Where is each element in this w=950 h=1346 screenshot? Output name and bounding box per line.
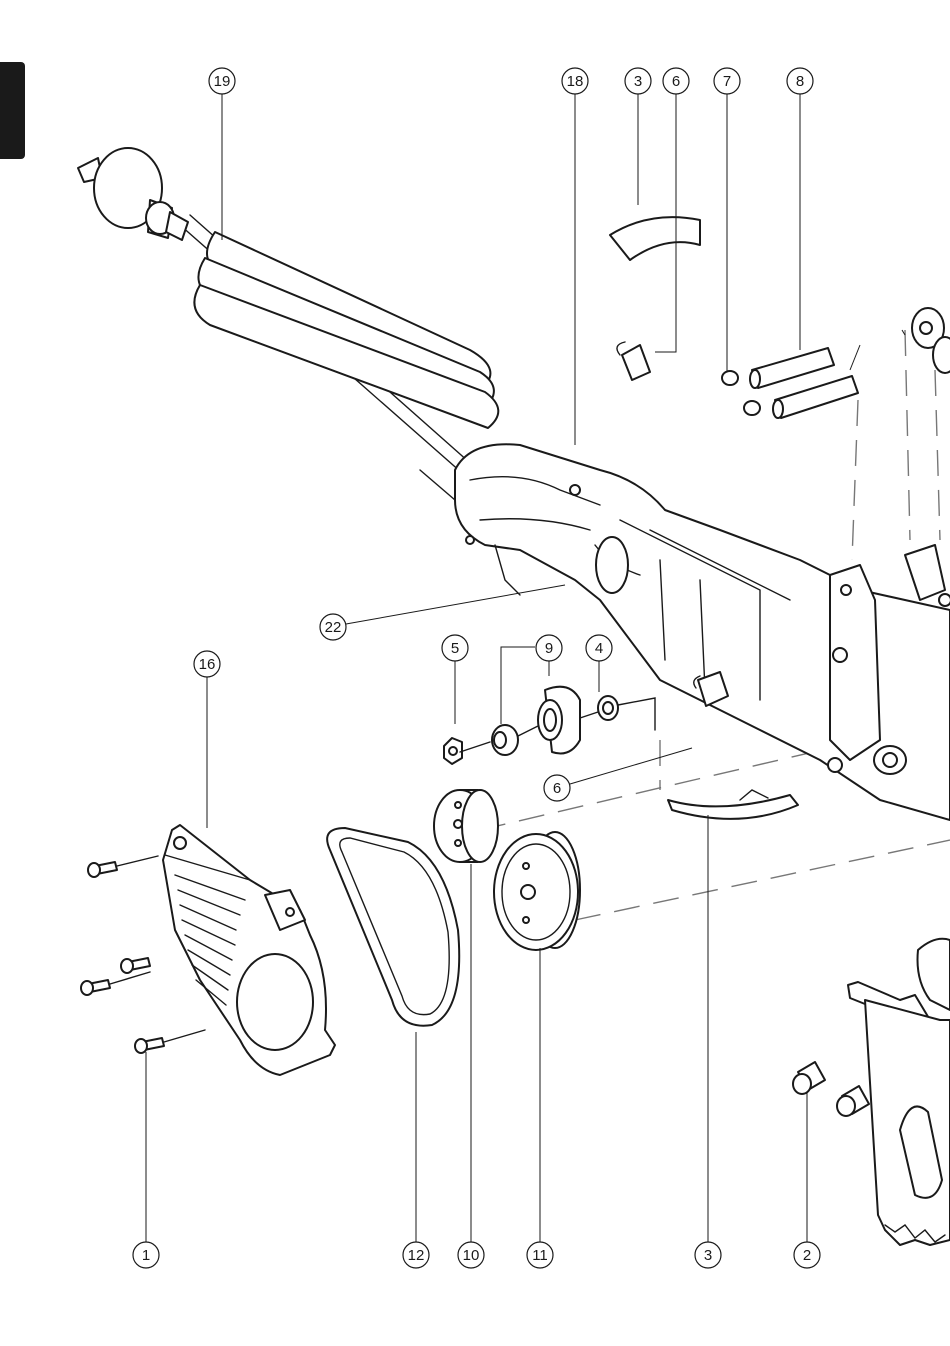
- callout-4: 4: [586, 635, 612, 661]
- callout-12-label: 12: [408, 1247, 425, 1264]
- callout-3-top: 3: [625, 68, 651, 94]
- callout-9-label: 9: [545, 640, 553, 657]
- nut: [444, 738, 462, 764]
- drive-belt: [327, 828, 459, 1026]
- callout-11-label: 11: [532, 1247, 548, 1264]
- pins: [750, 348, 858, 418]
- callout-6-lower-label: 6: [553, 780, 561, 797]
- callout-6-top: 6: [663, 68, 689, 94]
- callout-3-lower-label: 3: [704, 1247, 712, 1264]
- carbon-brush-top: [617, 342, 650, 380]
- callout-8-label: 8: [796, 73, 804, 90]
- callout-10-label: 10: [463, 1247, 480, 1264]
- callout-22: 22: [320, 614, 346, 640]
- callout-22-label: 22: [325, 619, 342, 636]
- callout-2-label: 2: [803, 1247, 811, 1264]
- large-pulley: [494, 832, 580, 950]
- callout-10: 10: [458, 1242, 484, 1268]
- callout-3-top-label: 3: [634, 73, 642, 90]
- callout-4-label: 4: [595, 640, 603, 657]
- callout-3-lower: 3: [695, 1242, 721, 1268]
- callout-18-label: 18: [567, 73, 584, 90]
- callout-19-label: 19: [214, 73, 231, 90]
- callout-7: 7: [714, 68, 740, 94]
- brush-cover-lower: [668, 790, 798, 819]
- blade-bolts: [793, 1062, 869, 1116]
- brush-cover-top: [610, 217, 700, 260]
- callout-6-lower: 6: [544, 775, 570, 801]
- callout-5-label: 5: [451, 640, 459, 657]
- callout-12: 12: [403, 1242, 429, 1268]
- bearing-sleeve: [538, 687, 580, 754]
- callout-16: 16: [194, 651, 220, 677]
- bearing-small: [492, 725, 518, 755]
- callout-1: 1: [133, 1242, 159, 1268]
- callout-8: 8: [787, 68, 813, 94]
- callout-16-label: 16: [199, 656, 216, 673]
- belt-guard-cover: [163, 825, 335, 1075]
- cable-plug: [78, 148, 188, 240]
- callout-11: 11: [527, 1242, 553, 1268]
- washers-top-right: [912, 308, 950, 373]
- callout-18: 18: [562, 68, 588, 94]
- saw-blade: [865, 1000, 950, 1245]
- callout-1-label: 1: [142, 1247, 150, 1264]
- power-cable: [180, 215, 498, 500]
- callout-7-label: 7: [723, 73, 731, 90]
- small-pulley: [434, 790, 498, 862]
- callout-5: 5: [442, 635, 468, 661]
- callout-19: 19: [209, 68, 235, 94]
- washer: [598, 696, 618, 720]
- callout-6-top-label: 6: [672, 73, 680, 90]
- motor-housing: [455, 444, 950, 820]
- callout-2: 2: [794, 1242, 820, 1268]
- callout-9: 9: [536, 635, 562, 661]
